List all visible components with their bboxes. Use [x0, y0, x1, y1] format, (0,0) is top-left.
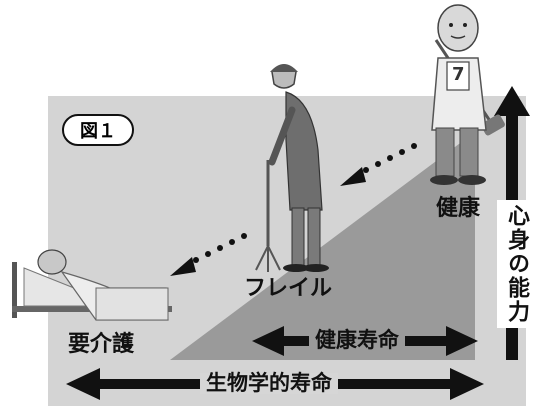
label-biological-life-expectancy: 生物学的寿命 — [200, 373, 338, 394]
health-decline-slope — [170, 132, 475, 360]
label-frail: フレイル — [244, 276, 333, 301]
figure-label-text: 図１ — [80, 121, 116, 142]
label-mind-body-ability: 心身の能力 — [497, 200, 529, 328]
dotted-arrow-lower — [170, 233, 247, 276]
label-healthy-life-expectancy: 健康寿命 — [309, 330, 405, 351]
player-number: 7 — [452, 64, 465, 85]
label-care-needed: 要介護 — [68, 332, 135, 357]
label-healthy: 健康 — [436, 196, 481, 221]
figure-label: 図１ — [62, 114, 134, 146]
dotted-arrow-upper — [340, 143, 417, 186]
elderly-golfer-illustration — [430, 4, 505, 185]
elderly-man-with-cane-illustration — [255, 64, 329, 272]
bedridden-person-illustration — [12, 249, 172, 321]
